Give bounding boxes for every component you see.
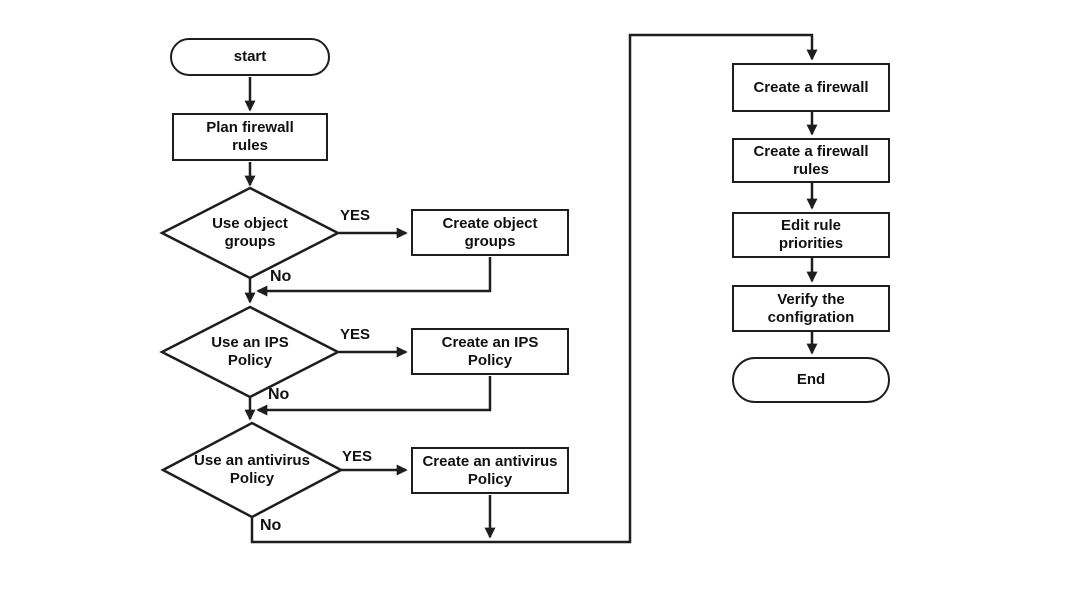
- edge-create-object-return: [256, 257, 492, 297]
- decision-use-antivirus-policy-label: Use an antivirus Policy: [194, 452, 310, 487]
- branch-label-object-yes: YES: [340, 207, 371, 224]
- branch-label-ips-yes: YES: [340, 326, 371, 343]
- process-create-object-groups-label: Create object groups: [442, 214, 538, 250]
- terminator-start: start: [170, 38, 330, 76]
- terminator-end: End: [732, 357, 890, 403]
- process-create-a-firewall-rules: Create a firewall rules: [732, 138, 890, 183]
- process-create-ips-policy: Create an IPS Policy: [411, 328, 569, 375]
- decision-use-antivirus-policy: [160, 421, 344, 519]
- process-plan-firewall-rules-label: Plan firewall rules: [206, 119, 294, 154]
- process-create-antivirus-policy-label: Create an antivirus Policy: [422, 452, 558, 488]
- process-edit-rule-priorities: Edit rule priorities: [732, 212, 890, 258]
- edge-create-ips-return: [256, 376, 492, 416]
- decision-use-ips-policy-label: Use an IPS Policy: [211, 334, 289, 369]
- process-plan-firewall-rules: Plan firewall rules: [172, 113, 328, 161]
- edge-decide-av-no-to-create-firewall: [250, 33, 818, 544]
- terminator-end-label: End: [796, 371, 826, 389]
- process-create-ips-policy-label: Create an IPS Policy: [441, 333, 539, 369]
- process-create-antivirus-policy: Create an antivirus Policy: [411, 447, 569, 494]
- process-create-a-firewall-rules-label: Create a firewall rules: [753, 142, 869, 178]
- decision-use-object-groups-label: Use object groups: [212, 215, 288, 250]
- branch-label-av-no: No: [260, 517, 282, 534]
- decision-use-object-groups: [159, 186, 341, 280]
- process-create-a-firewall: Create a firewall: [732, 63, 890, 112]
- terminator-start-label: start: [233, 48, 267, 66]
- process-verify-the-configration-label: Verify the configration: [767, 290, 855, 326]
- process-create-object-groups: Create object groups: [411, 209, 569, 256]
- process-verify-the-configration: Verify the configration: [732, 285, 890, 332]
- branch-label-object-no: No: [270, 268, 292, 285]
- branch-label-ips-no: No: [268, 386, 290, 403]
- decision-use-ips-policy: [159, 305, 341, 399]
- process-edit-rule-priorities-label: Edit rule priorities: [778, 217, 844, 252]
- branch-label-av-yes: YES: [342, 448, 373, 465]
- process-create-a-firewall-label: Create a firewall: [753, 78, 869, 96]
